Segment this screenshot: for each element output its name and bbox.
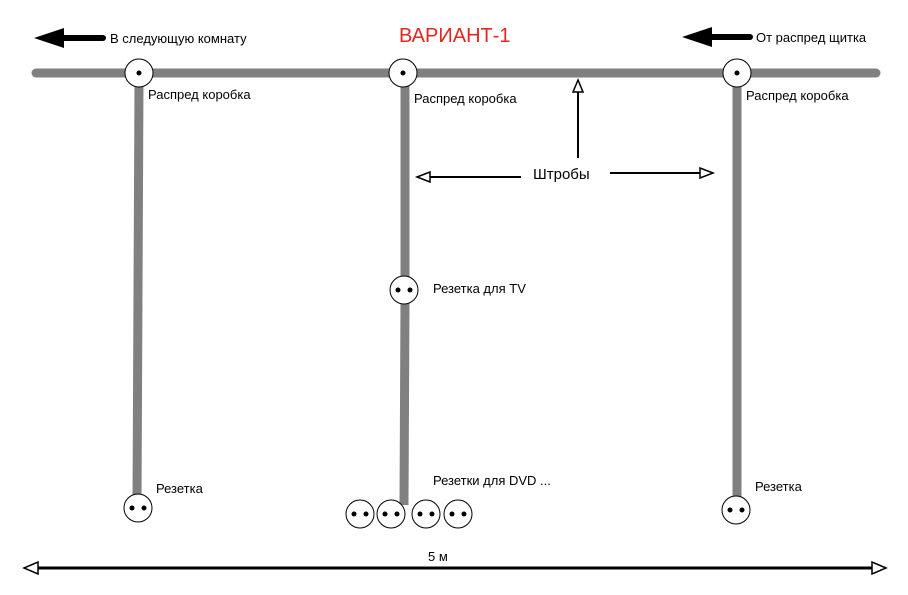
tv-socket xyxy=(389,275,419,305)
chases-label: Штробы xyxy=(533,166,590,183)
junction-box-left xyxy=(124,58,154,88)
tv-socket-label: Резетка для TV xyxy=(433,281,526,296)
chase-arrow-up xyxy=(571,78,585,158)
right-socket-label: Резетка xyxy=(755,479,802,494)
junction-box-right-label: Распред коробка xyxy=(746,88,849,103)
right-direction-arrow xyxy=(682,27,753,47)
right-socket xyxy=(721,495,751,525)
chase-arrow-left xyxy=(414,170,521,184)
left-direction-arrow xyxy=(34,28,106,48)
left-socket xyxy=(123,493,153,523)
left-socket-label: Резетка xyxy=(156,481,203,496)
from-panel-label: От распред щитка xyxy=(756,30,867,45)
dvd-socket-3 xyxy=(411,499,441,529)
dvd-socket-2 xyxy=(376,499,406,529)
junction-box-left-label: Распред коробка xyxy=(148,87,251,102)
junction-box-right xyxy=(722,58,752,88)
dvd-socket-1 xyxy=(345,499,375,529)
diagram-title: ВАРИАНТ-1 xyxy=(399,25,511,47)
chase-arrow-right xyxy=(610,166,716,180)
next-room-label: В следующую комнату xyxy=(110,31,247,46)
junction-box-center xyxy=(388,58,418,88)
dvd-socket-4 xyxy=(443,499,473,529)
dimension-label: 5 м xyxy=(428,549,448,564)
dvd-sockets-label: Резетки для DVD ... xyxy=(433,473,551,488)
dimension-line xyxy=(22,560,888,576)
center-drop-wire-lower xyxy=(399,299,410,506)
left-drop-wire xyxy=(132,79,144,503)
junction-box-center-label: Распред коробка xyxy=(414,91,517,106)
